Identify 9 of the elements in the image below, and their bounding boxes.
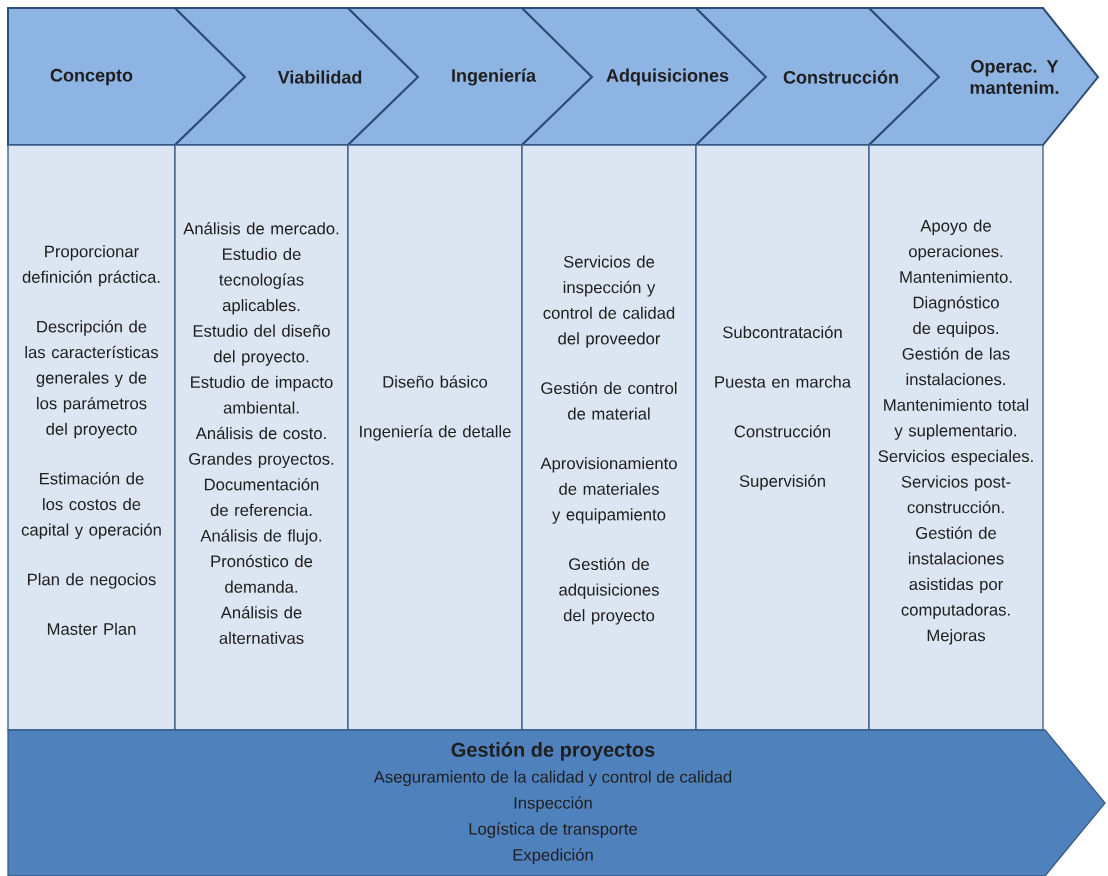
phase-header: Viabilidad [172, 7, 420, 146]
column-box: Apoyo de operaciones. Mantenimiento. Diagnóstico de equipos. Gestión de las instalaciones. Mantenimiento total y suplementario. Servicios especiales. Servicios post-construcción. Gestión de instalaciones asistidas por computadoras. Mejoras [868, 144, 1044, 731]
column-box: Proporcionar definición práctica. Descripción de las características generales y de los parámetros del proyecto Estimación de los costos de capital y operación Plan de negocios Master Plan [7, 144, 176, 731]
column-box: Análisis de mercado. Estudio de tecnologías aplicables. Estudio del diseño del proyecto. Estudio de impacto ambiental. Análisis de costo. Grandes proyectos. Documentación de referencia. Análisis de flujo. Pronóstico de demanda. Análisis de alternativas [174, 144, 349, 731]
column-box: Servicios de inspección y control de calidad del proveedor Gestión de control de material Aprovisionamiento de materiales y equipamiento Gestión de adquisiciones del proyecto [521, 144, 697, 731]
column-box: Diseño básico Ingeniería de detalle [347, 144, 523, 731]
node-label: Operac. Y mantenim. [970, 59, 1059, 95]
phase-header: Concepto [7, 7, 247, 146]
column-box: Subcontratación Puesta en marcha Construcción Supervisión [695, 144, 870, 731]
